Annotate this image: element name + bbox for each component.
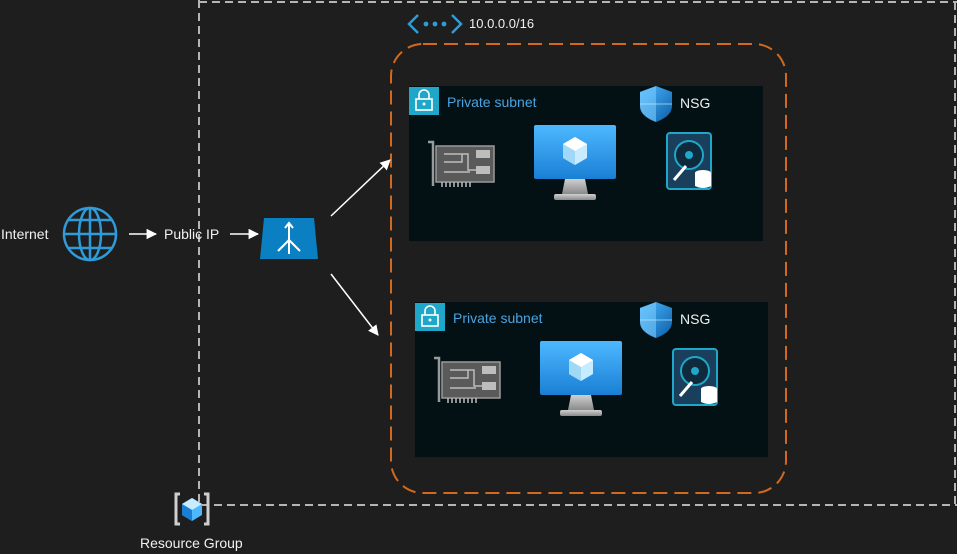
network-interface-icon [428,140,495,187]
subnet-1-label: Private subnet [447,94,537,110]
shield-icon [640,302,672,338]
resource-group-icon [174,492,210,526]
subnet-lock-icon [409,87,439,115]
public-ip-label: Public IP [164,226,220,242]
virtual-machine-icon [540,341,622,416]
internet-label: Internet [1,226,49,242]
managed-disk-icon [672,348,718,406]
load-balancer-icon [260,218,318,259]
vnet-boundary [390,43,787,494]
subnet-2-label: Private subnet [453,310,543,326]
virtual-network-icon [407,14,463,34]
subnet-lock-icon [415,303,445,331]
connector-lb-to-subnet-2 [330,273,379,336]
globe-icon [62,206,118,262]
managed-disk-icon [666,132,712,190]
nsg-2-label: NSG [680,311,711,327]
shield-icon [640,86,672,122]
virtual-machine-icon [534,125,616,200]
nsg-1-label: NSG [680,95,711,111]
network-interface-icon [434,356,501,403]
resource-group-label: Resource Group [140,535,243,551]
connector-lb-to-subnet-1 [330,159,391,217]
vnet-cidr-label: 10.0.0.0/16 [469,16,535,31]
